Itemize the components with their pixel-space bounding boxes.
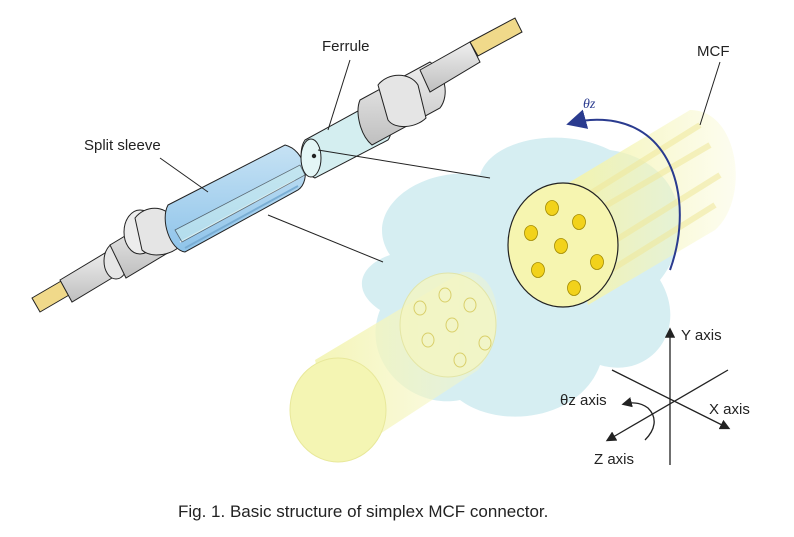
lower-fiber-end-face xyxy=(399,272,497,378)
lower-fiber-cylinder xyxy=(289,271,498,463)
split-sleeve-label: Split sleeve xyxy=(84,137,161,154)
upper-fiber-cylinder xyxy=(507,110,736,308)
upper-fiber-cores xyxy=(524,200,604,296)
z-axis-line xyxy=(605,369,729,442)
lower-fiber-cores xyxy=(413,287,492,368)
rotation-arrow xyxy=(566,109,681,271)
coordinate-axes xyxy=(605,327,731,465)
y-axis-label: Y axis xyxy=(681,327,722,344)
x-axis-label: X axis xyxy=(709,401,750,418)
x-axis-line xyxy=(611,369,731,430)
connector-assembly xyxy=(31,17,523,313)
theta-axis-arc xyxy=(621,397,655,441)
ferrule-label: Ferrule xyxy=(322,38,370,55)
mcf-label: MCF xyxy=(697,43,730,60)
leader-lines xyxy=(159,59,721,263)
theta-axis-label: θz axis xyxy=(560,392,607,409)
figure-caption: Fig. 1. Basic structure of simplex MCF c… xyxy=(178,502,548,521)
z-axis-label: Z axis xyxy=(594,451,634,468)
theta-rotation-label: θz xyxy=(583,97,596,112)
